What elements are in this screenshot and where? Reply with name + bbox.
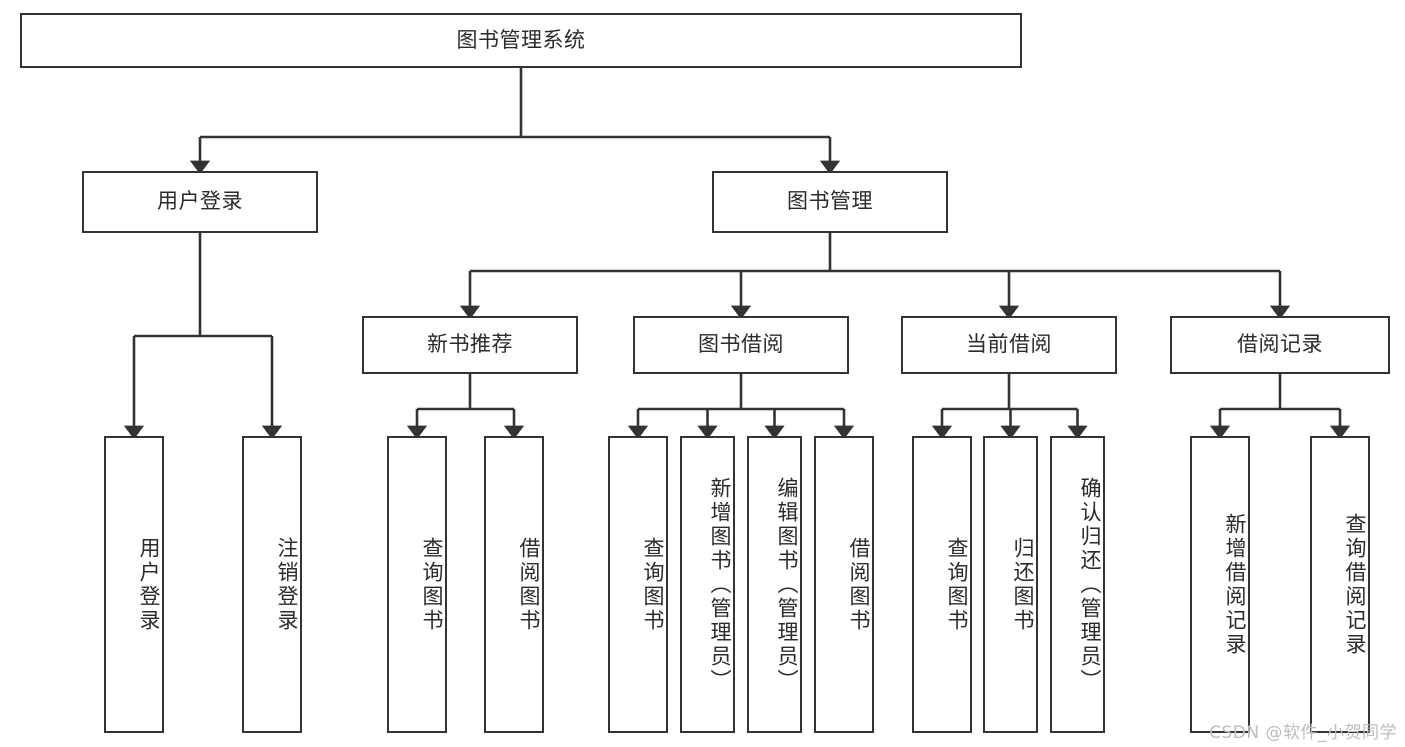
node-label: 新增图书（管理员） [708,476,732,693]
node-leaf-cb-query[interactable]: 查询图书 [912,436,972,733]
node-leaf-bb-add[interactable]: 新增图书（管理员） [680,436,735,733]
node-label: 查询图书 [641,536,665,633]
node-label: 查询图书 [945,536,969,633]
node-leaf-cb-confirm[interactable]: 确认归还（管理员） [1050,436,1105,733]
node-leaf-user-login[interactable]: 用户登录 [104,436,164,733]
node-label: 用户登录 [137,536,161,633]
node-leaf-br-query[interactable]: 查询借阅记录 [1310,436,1370,733]
node-book-manage[interactable]: 图书管理 [712,171,948,233]
node-leaf-user-logout[interactable]: 注销登录 [242,436,302,733]
node-leaf-br-add[interactable]: 新增借阅记录 [1190,436,1250,733]
node-label: 查询借阅记录 [1343,512,1367,657]
node-user-login[interactable]: 用户登录 [82,171,318,233]
node-label: 确认归还（管理员） [1078,476,1102,693]
node-label: 借阅记录 [1237,332,1323,357]
node-label: 新增借阅记录 [1223,512,1247,657]
node-label: 编辑图书（管理员） [775,476,799,693]
node-borrow-record[interactable]: 借阅记录 [1170,316,1390,374]
node-label: 借阅图书 [847,536,871,633]
node-leaf-bb-borrow[interactable]: 借阅图书 [814,436,874,733]
node-label: 新书推荐 [427,332,513,357]
node-book-borrow[interactable]: 图书借阅 [633,316,849,374]
node-leaf-bb-edit[interactable]: 编辑图书（管理员） [747,436,802,733]
node-label: 归还图书 [1011,536,1035,633]
node-label: 查询图书 [420,536,444,633]
node-current-borrow[interactable]: 当前借阅 [901,316,1117,374]
node-leaf-bb-query[interactable]: 查询图书 [608,436,668,733]
node-root[interactable]: 图书管理系统 [20,13,1022,68]
node-new-book-rec[interactable]: 新书推荐 [362,316,578,374]
node-label: 注销登录 [275,536,299,633]
node-label: 当前借阅 [966,332,1052,357]
node-label: 用户登录 [157,189,243,214]
node-leaf-rec-borrow[interactable]: 借阅图书 [484,436,544,733]
node-label: 图书管理 [787,189,873,214]
node-label: 图书管理系统 [456,27,586,52]
node-leaf-cb-return[interactable]: 归还图书 [983,436,1038,733]
node-label: 借阅图书 [517,536,541,633]
node-leaf-rec-query[interactable]: 查询图书 [387,436,447,733]
node-label: 图书借阅 [698,332,784,357]
